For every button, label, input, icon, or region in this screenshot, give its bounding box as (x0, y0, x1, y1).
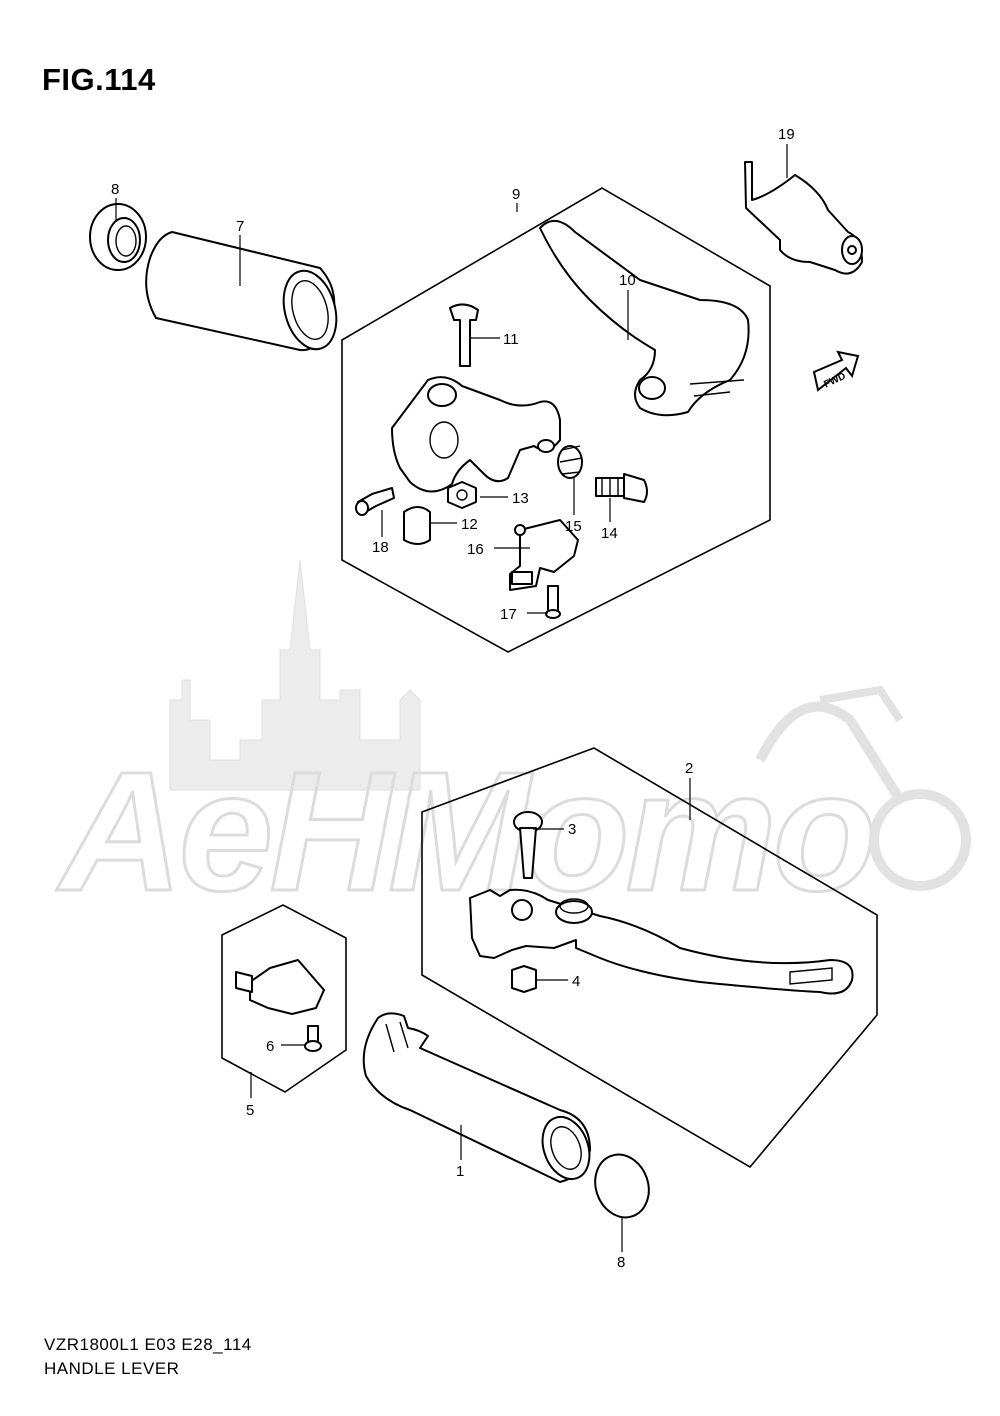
model-code: VZR1800L1 E03 E28_114 (44, 1335, 252, 1354)
part-17-screw (545, 585, 561, 619)
callout-8-bottom: 8 (617, 1254, 625, 1271)
diagram-name: HANDLE LEVER (44, 1359, 180, 1378)
callout-16: 16 (467, 541, 484, 558)
callout-18: 18 (372, 539, 389, 556)
part-7-handlebar-grip (145, 231, 338, 352)
part-19-cable-boot (744, 161, 863, 275)
kit-outline-9 (341, 187, 771, 653)
callout-2: 2 (685, 760, 693, 777)
callout-5: 5 (246, 1102, 254, 1119)
part-1-throttle-grip (362, 1012, 591, 1183)
part-6-screw (304, 1025, 322, 1052)
kit-outline-5 (221, 904, 347, 1093)
part-5-brake-light-switch (235, 959, 325, 1015)
callout-12: 12 (461, 516, 478, 533)
callout-labels: 1 2 3 4 5 6 7 8 8 9 10 11 12 13 14 15 16… (111, 126, 795, 1271)
callout-7: 7 (236, 218, 244, 235)
part-15-adjuster-nut (557, 445, 583, 479)
part-3-pivot-bolt (513, 811, 543, 879)
callout-8-top: 8 (111, 181, 119, 198)
callout-6: 6 (266, 1038, 274, 1055)
callout-15: 15 (565, 518, 582, 535)
kit-outline-2 (421, 747, 878, 1169)
part-10-clutch-lever (539, 220, 750, 417)
watermark: AeHMomo (55, 559, 971, 929)
callout-11: 11 (503, 331, 519, 348)
figure-title: FIG.114 (42, 62, 156, 97)
part-2-brake-lever (469, 888, 854, 995)
watermark-motorcycle (755, 685, 971, 891)
part-8-grip-end-ring (89, 203, 147, 271)
callout-14: 14 (601, 525, 618, 542)
part-12-collar (403, 506, 431, 545)
callout-13: 13 (512, 490, 529, 507)
callout-4: 4 (572, 973, 580, 990)
watermark-text: AeHMomo (56, 737, 873, 927)
callout-10: 10 (619, 272, 636, 289)
callout-9: 9 (512, 186, 520, 203)
part-16-clutch-switch (509, 519, 579, 591)
part-8-bar-end-cap (594, 1153, 650, 1219)
callout-1: 1 (456, 1163, 464, 1180)
forward-direction-arrow-icon: FWD (812, 350, 860, 392)
part-18-screw (355, 487, 395, 516)
part-14-adjuster-bolt (595, 473, 648, 503)
clutch-lever-bracket (391, 376, 561, 493)
part-4-nut (511, 965, 537, 993)
watermark-city-skyline (169, 559, 421, 791)
leader-lines (115, 144, 788, 1252)
callout-3: 3 (568, 821, 576, 838)
callout-17: 17 (500, 606, 517, 623)
part-11-pivot-bolt (449, 303, 479, 367)
callout-19: 19 (778, 126, 795, 143)
part-13-nut (447, 481, 477, 509)
